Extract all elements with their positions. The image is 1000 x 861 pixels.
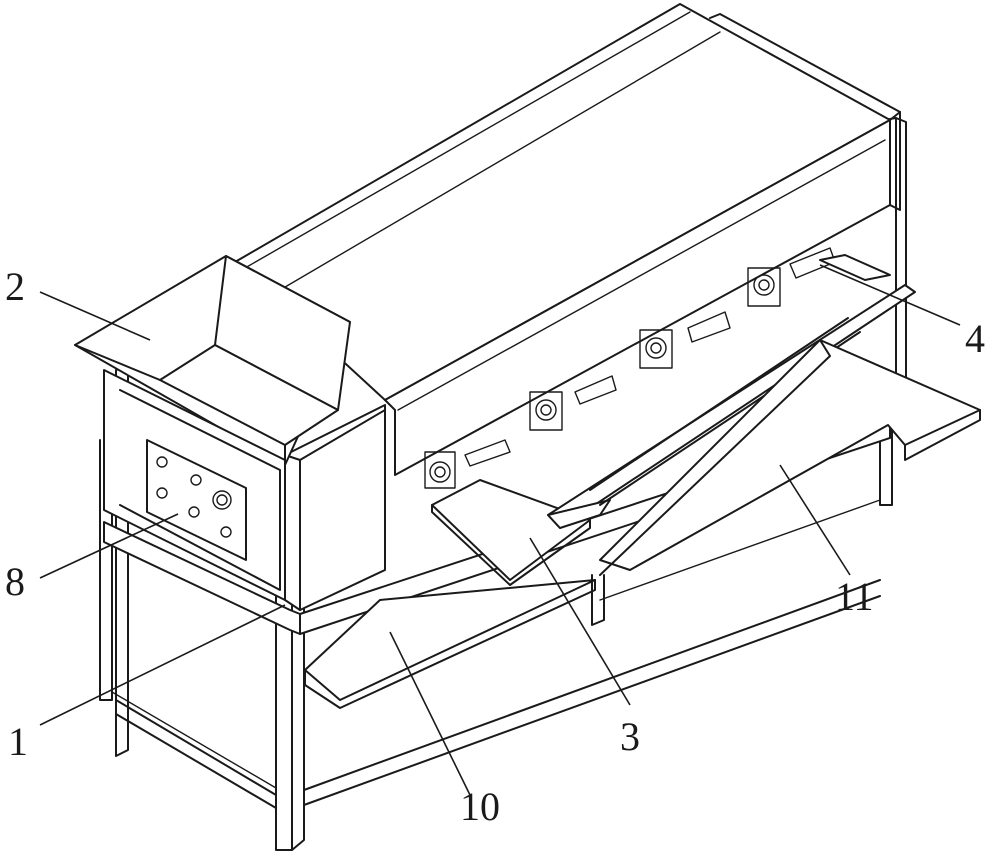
label-hopper: 2 xyxy=(5,264,25,309)
label-sorting-plate: 3 xyxy=(620,714,640,759)
label-upper-plate: 4 xyxy=(965,316,985,361)
label-front-chute: 10 xyxy=(460,784,500,829)
label-frame: 1 xyxy=(8,719,28,764)
label-control-panel: 8 xyxy=(5,559,25,604)
label-rear-chute: 11 xyxy=(835,574,874,619)
roller-unit xyxy=(425,452,455,488)
